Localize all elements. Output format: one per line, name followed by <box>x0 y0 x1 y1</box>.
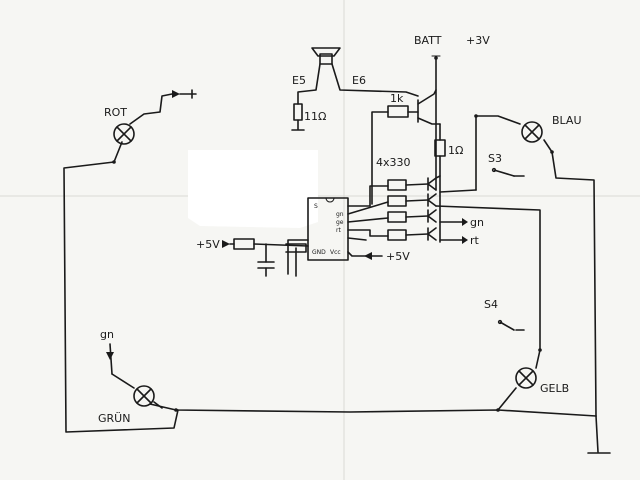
resistor-330-2 <box>387 195 407 207</box>
ic-chip <box>307 197 349 261</box>
wire-ic-rt <box>347 229 389 237</box>
transistor-array-icon <box>427 175 441 243</box>
wire-right-rail <box>551 151 597 417</box>
label-5v-left: +5V <box>196 238 220 251</box>
label-r-4x330: 4x330 <box>376 156 411 169</box>
wire-ic-gnd-bus <box>285 243 307 253</box>
label-switch-s4: S4 <box>484 298 498 311</box>
label-lamp-rot: ROT <box>104 106 127 119</box>
arrow-gn-left <box>106 352 114 360</box>
arrow-5v-right <box>364 252 372 260</box>
label-e5: E5 <box>292 74 306 87</box>
wire-gelb-lower <box>497 387 517 411</box>
label-lamp-gelb: GELB <box>540 382 569 395</box>
ic-pin-ge: ge <box>336 219 344 226</box>
speaker-icon <box>311 47 341 65</box>
wire-rot-lower <box>113 141 123 163</box>
wire-1k-left <box>371 111 389 205</box>
ic-pin-vcc: Vcc <box>330 249 341 256</box>
wire-ic-ge <box>347 217 389 223</box>
label-switch-s3: S3 <box>488 152 502 165</box>
arrow-gn-output <box>462 218 468 226</box>
label-r-1k: 1k <box>390 92 404 105</box>
ic-pin-gnd: GND <box>312 249 326 256</box>
wire-330-to-transistors <box>405 183 429 236</box>
junction-dots <box>112 56 554 412</box>
lamp-gelb-icon <box>515 367 537 389</box>
wire-e5 <box>297 63 321 105</box>
label-5v-right: +5V <box>386 250 410 263</box>
wire-to-ic-input <box>253 243 309 247</box>
resistor-330-3 <box>387 211 407 223</box>
ic-pin-rt: rt <box>336 227 341 234</box>
wire-left-loop <box>63 161 179 433</box>
transistor-driver-icon <box>417 89 441 125</box>
resistor-input <box>233 238 255 250</box>
resistor-1k <box>387 105 409 118</box>
ic-notch <box>325 197 335 203</box>
label-e6: E6 <box>352 74 366 87</box>
ic-pin-gn: gn <box>336 211 344 218</box>
wire-blau-right <box>543 139 553 153</box>
switch-s3-icon <box>491 167 525 177</box>
wire-gn-left-lead <box>109 343 113 375</box>
wire-blau-left <box>475 115 521 191</box>
lamp-blau-icon <box>521 121 543 143</box>
ground-11ohm <box>291 119 305 131</box>
wire-collector-top <box>439 189 477 193</box>
switch-s4-icon <box>497 319 525 331</box>
label-batt-voltage: +3V <box>466 34 490 47</box>
wire-gelb-upper <box>535 349 541 369</box>
wire-vcc <box>347 251 383 257</box>
wire-e6 <box>331 63 419 97</box>
arrow-rot-plug <box>172 90 180 98</box>
wire-bottom-rail <box>149 403 597 417</box>
label-r-1ohm: 1Ω <box>448 144 463 157</box>
wire-ic-s <box>347 185 389 207</box>
wire-gruen-out <box>153 401 163 409</box>
label-output-rt: rt <box>470 234 480 247</box>
label-r-11ohm: 11Ω <box>304 110 326 123</box>
arrow-5v-left <box>222 240 230 248</box>
wire-ic-extra <box>347 237 367 241</box>
label-output-gn: gn <box>470 216 484 229</box>
arrow-rt-output <box>462 236 468 244</box>
wire-gruen-in <box>111 373 135 389</box>
label-batt: BATT <box>414 34 442 47</box>
label-lamp-blau: BLAU <box>552 114 582 127</box>
label-input-gn: gn <box>100 328 114 341</box>
wire-rot-upper <box>129 93 173 125</box>
capacitor <box>257 261 275 269</box>
lamp-gruen-icon <box>133 385 155 407</box>
wire-ground-lead <box>595 415 599 453</box>
resistor-330-1 <box>387 179 407 191</box>
resistor-330-4 <box>387 229 407 241</box>
wire-rot-plug <box>179 89 197 99</box>
lamp-rot-icon <box>113 123 135 145</box>
wire-gn-bus <box>435 205 541 351</box>
ic-pin-s: S <box>314 203 318 210</box>
wire-ic-gn <box>347 201 389 215</box>
resistor-11ohm <box>293 103 303 121</box>
label-lamp-gruen: GRÜN <box>98 412 130 425</box>
blank-paper-patch <box>188 150 318 228</box>
